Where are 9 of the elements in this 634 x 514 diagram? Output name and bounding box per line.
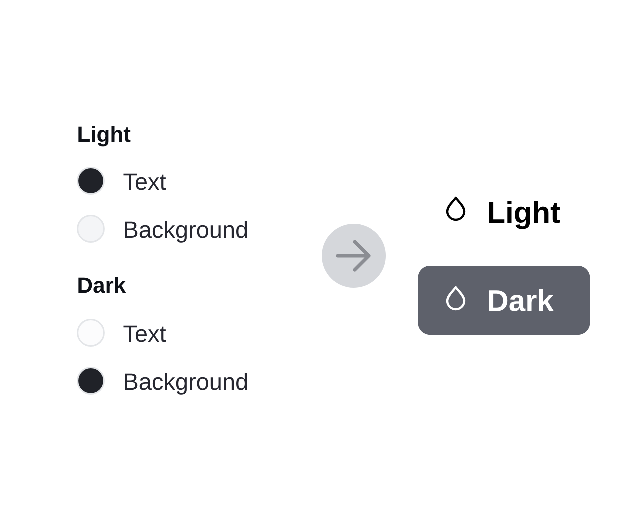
- group-heading: Light: [78, 126, 131, 147]
- round-button: [322, 224, 386, 288]
- legend-label: Text: [124, 174, 166, 190]
- legend-label: Background: [125, 220, 248, 243]
- option-label: Light: [489, 201, 560, 230]
- option-button: Dark: [418, 266, 590, 335]
- group-heading: Dark: [78, 277, 126, 294]
- legend-label: Background: [125, 373, 248, 395]
- legend-label: Text: [124, 326, 166, 342]
